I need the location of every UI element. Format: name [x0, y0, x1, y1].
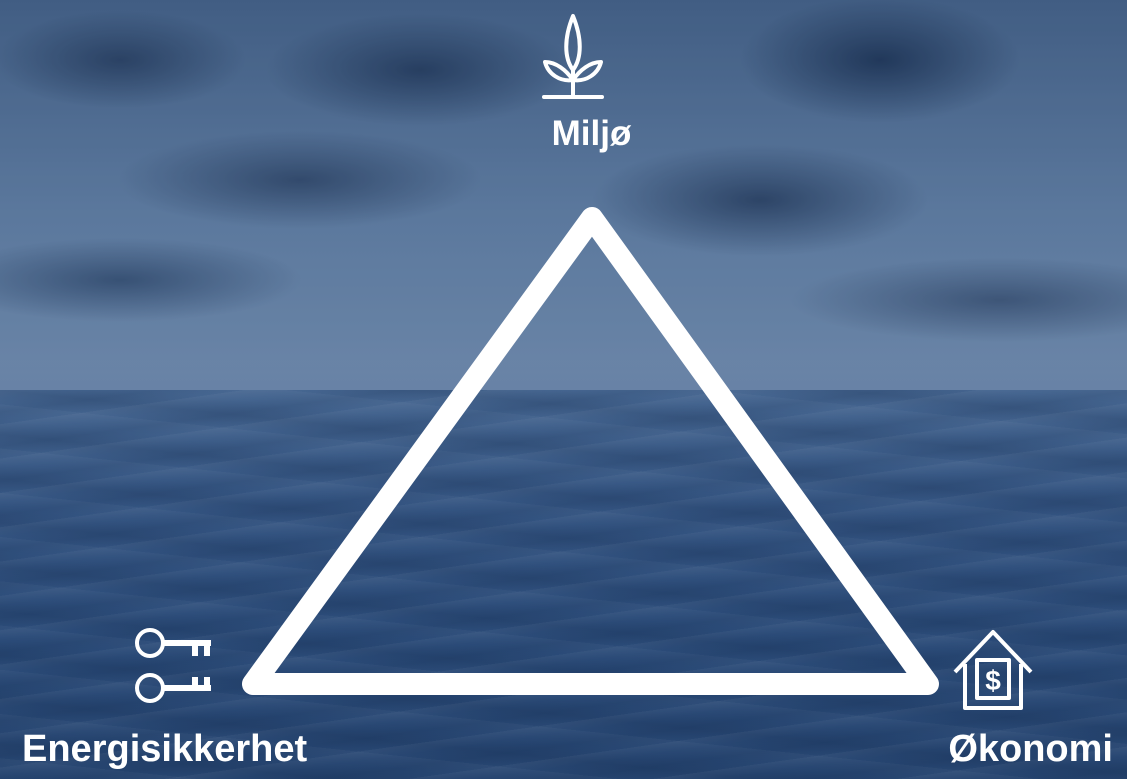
node-label-energisikkerhet: Energisikkerhet: [22, 728, 308, 770]
cloudy-sky: [0, 0, 1127, 400]
sprout-icon: [542, 14, 604, 99]
node-label-okonomi: Økonomi: [948, 728, 1113, 770]
sea-waves: [0, 390, 1127, 779]
house-dollar-icon: $: [953, 630, 1033, 710]
node-label-miljo: Miljø: [551, 114, 632, 153]
keys-icon: [135, 628, 211, 703]
dollar-sign: $: [985, 665, 1001, 696]
triangle-shape: [242, 207, 939, 695]
